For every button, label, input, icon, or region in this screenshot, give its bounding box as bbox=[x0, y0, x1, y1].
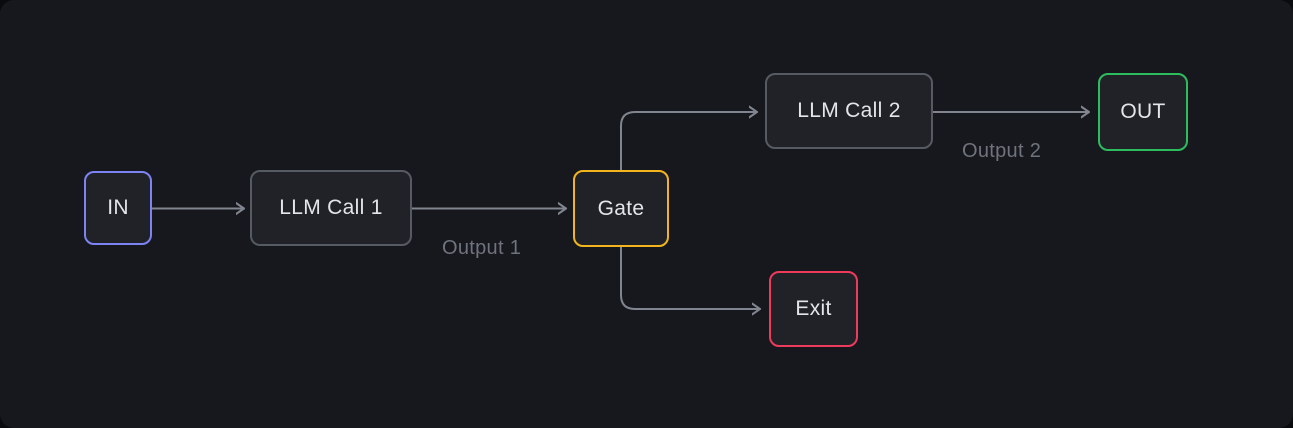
node-out: OUT bbox=[1098, 73, 1188, 151]
node-in: IN bbox=[84, 171, 152, 245]
node-exit: Exit bbox=[769, 271, 858, 347]
node-gate: Gate bbox=[573, 170, 669, 247]
node-in-label: IN bbox=[107, 196, 129, 219]
node-exit-label: Exit bbox=[795, 297, 832, 320]
node-llm-call-1: LLM Call 1 bbox=[250, 170, 412, 246]
node-out-label: OUT bbox=[1120, 100, 1166, 123]
node-gate-label: Gate bbox=[597, 196, 645, 220]
edge-gate-to-llm2 bbox=[620, 112, 758, 171]
node-llm-call-2-label: LLM Call 2 bbox=[797, 99, 901, 122]
node-llm-call-2: LLM Call 2 bbox=[765, 73, 933, 149]
node-llm-call-1-label: LLM Call 1 bbox=[279, 196, 383, 219]
edge-label-output-1: Output 1 bbox=[442, 237, 522, 259]
edge-gate-to-exit bbox=[620, 246, 761, 309]
edge-label-output-2: Output 2 bbox=[962, 140, 1042, 162]
